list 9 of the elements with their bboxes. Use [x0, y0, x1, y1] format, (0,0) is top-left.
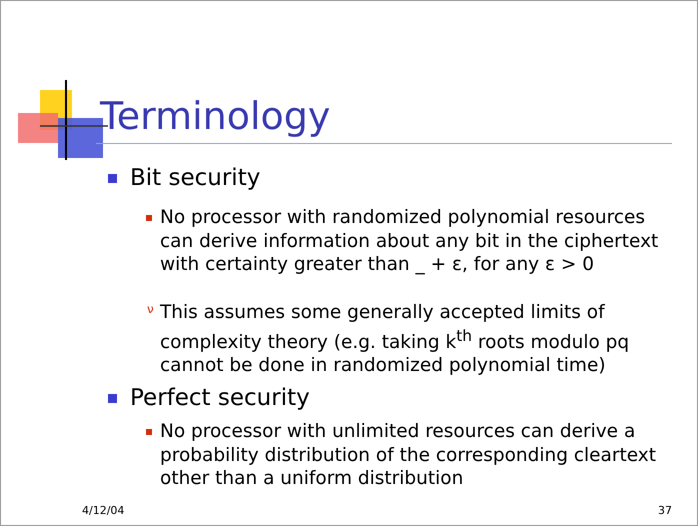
slide-title: Terminology — [100, 94, 330, 138]
bullet-text: No processor with unlimited resources can derive a probability distribution of the corresponding cleartext other than a uniform distribution — [160, 420, 658, 490]
page-number: 37 — [657, 504, 672, 517]
date-footer: 4/12/04 — [82, 504, 182, 517]
bullet-text: This assumes some generally accepted limits of complexity theory (e.g. taking k$^{th}$ roots modulo pq cannot be done in randomized polynomial time) — [160, 301, 630, 378]
bullet-heading: Perfect security — [130, 384, 311, 412]
bullet-text: No processor with randomized polynomial resources can derive information about any bit in the ciphertext with certainty greater than _ + ε, for any ε > 0 — [160, 206, 660, 276]
bullet-symbol: ν — [147, 302, 155, 316]
bullet-heading: Bit security — [130, 164, 262, 192]
